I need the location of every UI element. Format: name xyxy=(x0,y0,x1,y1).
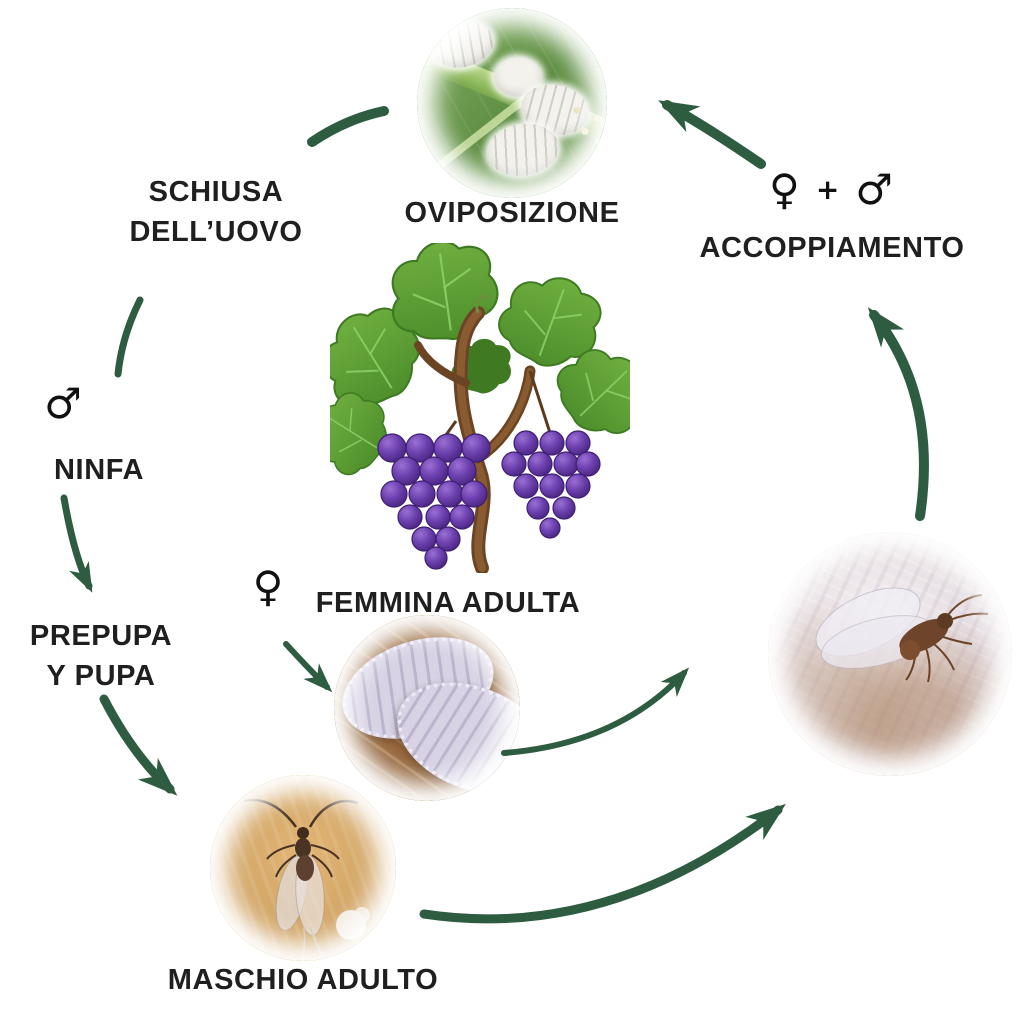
vine-trunk xyxy=(414,294,554,573)
label-ninfa: NINFA xyxy=(54,454,144,486)
winged-male-insect xyxy=(243,798,370,961)
female-icon: ♀ xyxy=(769,165,800,214)
label-oviposizione: OVIPOSIZIONE xyxy=(404,197,620,229)
arrow-female-symbol-to-photo xyxy=(283,641,333,693)
label-accoppiamento: ACCOPPIAMENTO xyxy=(699,232,965,264)
label-schiusa-delluovo: SCHIUSA DELL’UOVO xyxy=(130,172,303,252)
plus-icon: + xyxy=(815,173,840,206)
female-icon: ♀ xyxy=(252,562,284,611)
grapevine-illustration xyxy=(330,243,630,573)
arc-schiusa-to-ninfa xyxy=(114,296,144,378)
grape-cluster-left xyxy=(377,433,491,570)
arrow-photo-to-accoppiamento-label xyxy=(867,307,929,521)
arrow-accoppiamento-to-oviposizione xyxy=(658,100,766,169)
label-maschio-adulto: MASCHIO ADULTO xyxy=(167,964,439,996)
label-schiusa-line1: SCHIUSA xyxy=(148,176,284,208)
photo-oviposizione xyxy=(417,8,607,198)
winged-male-on-female xyxy=(815,587,989,683)
photo-maschio-adulto xyxy=(210,775,396,961)
label-prepupa-line2: Y PUPA xyxy=(46,660,156,692)
male-icon: ♂ xyxy=(44,379,82,428)
photo-accoppiamento xyxy=(768,532,1012,776)
male-icon: ♂ xyxy=(855,165,893,214)
arrow-femmina-to-accoppiamento xyxy=(501,667,690,756)
arrow-prepupa-to-maschio xyxy=(99,694,178,796)
photo-femmina-adulta xyxy=(334,615,520,801)
grape-cluster-right xyxy=(501,430,601,539)
mating-symbols: ♀ + ♂ xyxy=(769,166,893,214)
egg-specks xyxy=(569,100,607,152)
label-prepupa-line1: PREPUPA xyxy=(29,620,173,652)
arrow-maschio-to-accoppiamento xyxy=(419,803,786,924)
label-prepupa-y-pupa: PREPUPA Y PUPA xyxy=(30,616,172,696)
label-femmina-adulta: FEMMINA ADULTA xyxy=(315,587,581,619)
arc-oviposizione-to-schiusa xyxy=(307,106,389,147)
arrow-ninfa-to-prepupa xyxy=(60,494,93,593)
vine-leaves xyxy=(330,243,630,476)
label-schiusa-line2: DELL’UOVO xyxy=(129,216,303,248)
